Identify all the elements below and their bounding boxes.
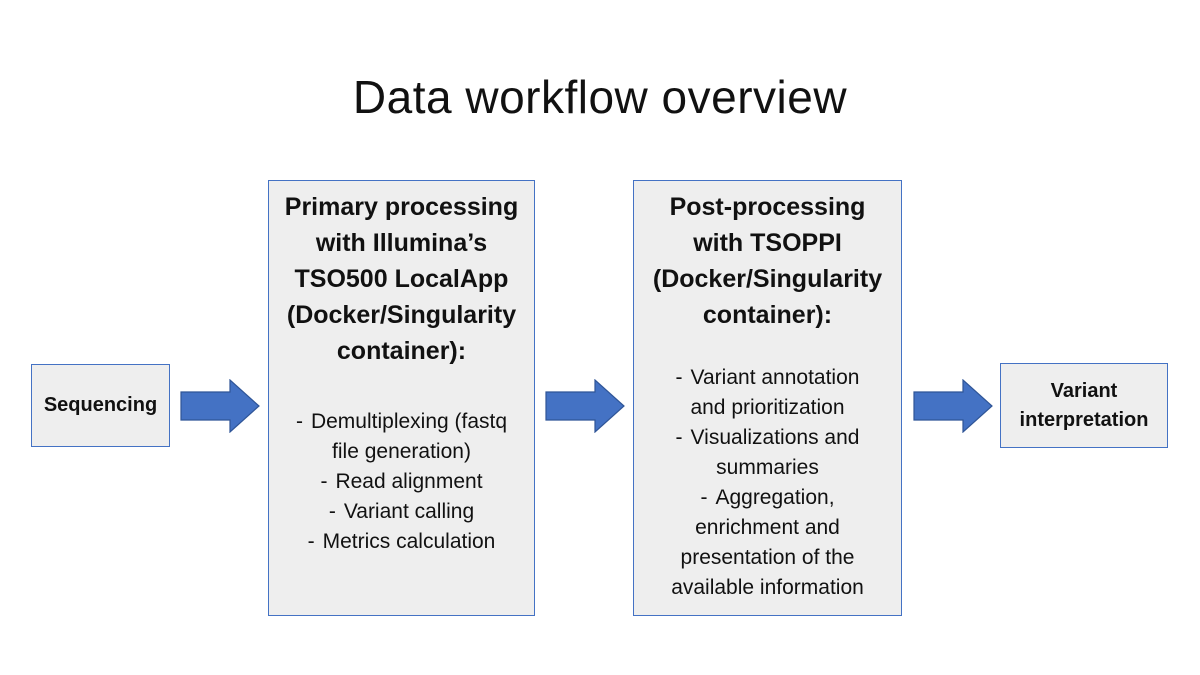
post-heading-line: with TSOPPI (693, 229, 842, 257)
post-processing-steps: -Variant annotation and prioritization -… (634, 363, 901, 603)
list-item-text: Aggregation, (715, 486, 835, 509)
node-post-processing: Post-processing with TSOPPI (Docker/Sing… (633, 180, 902, 616)
list-item-text: presentation of the (680, 546, 855, 569)
node-sequencing: Sequencing (31, 364, 170, 447)
list-item: -Aggregation, enrichment and presentatio… (634, 483, 901, 603)
list-item: -Variant annotation and prioritization (634, 363, 901, 423)
bullet-dash: - (328, 500, 336, 523)
primary-heading-line: TSO500 LocalApp (294, 265, 509, 293)
list-item-text: enrichment and (695, 516, 840, 539)
list-item-text: available information (671, 576, 864, 599)
list-item-text: summaries (716, 456, 819, 479)
bullet-dash: - (307, 530, 315, 553)
flow-arrow-2 (545, 379, 625, 433)
node-sequencing-label: Sequencing (43, 394, 158, 416)
primary-heading-line: container): (336, 337, 467, 365)
list-item: -Read alignment (269, 467, 534, 497)
primary-processing-heading: Primary processing with Illumina’s TSO50… (269, 189, 534, 369)
interpretation-label-line: Variant (1050, 379, 1118, 402)
bullet-dash: - (700, 486, 708, 509)
list-item: -Variant calling (269, 497, 534, 527)
page-title: Data workflow overview (352, 71, 848, 123)
post-heading-line: (Docker/Singularity (652, 265, 883, 293)
list-item: -Demultiplexing (fastq file generation) (269, 407, 534, 467)
post-processing-heading: Post-processing with TSOPPI (Docker/Sing… (634, 189, 901, 333)
list-item-text: Demultiplexing (fastq (310, 410, 508, 433)
primary-heading-line: Primary processing (284, 193, 519, 221)
bullet-dash: - (675, 426, 683, 449)
bullet-dash: - (675, 366, 683, 389)
node-variant-interpretation: Variant interpretation (1000, 363, 1168, 448)
primary-processing-steps: -Demultiplexing (fastq file generation) … (269, 407, 534, 557)
list-item: -Visualizations and summaries (634, 423, 901, 483)
post-heading-line: Post-processing (669, 193, 866, 221)
node-interpretation-label: Variant interpretation (1020, 377, 1149, 435)
list-item-text: Metrics calculation (322, 530, 496, 553)
flow-arrow-3 (913, 379, 993, 433)
flow-arrow-1 (180, 379, 260, 433)
primary-heading-line: (Docker/Singularity (286, 301, 517, 329)
primary-heading-line: with Illumina’s (315, 229, 488, 257)
list-item-text: and prioritization (690, 396, 845, 419)
list-item-text: Variant annotation (690, 366, 860, 389)
list-item-text: Variant calling (343, 500, 475, 523)
interpretation-label-line: interpretation (1019, 408, 1149, 431)
list-item-text: Read alignment (335, 470, 483, 493)
bullet-dash: - (295, 410, 303, 433)
bullet-dash: - (320, 470, 328, 493)
list-item-text: Visualizations and (690, 426, 860, 449)
list-item-text: file generation) (332, 440, 471, 463)
list-item: -Metrics calculation (269, 527, 534, 557)
post-heading-line: container): (702, 301, 833, 329)
node-primary-processing: Primary processing with Illumina’s TSO50… (268, 180, 535, 616)
